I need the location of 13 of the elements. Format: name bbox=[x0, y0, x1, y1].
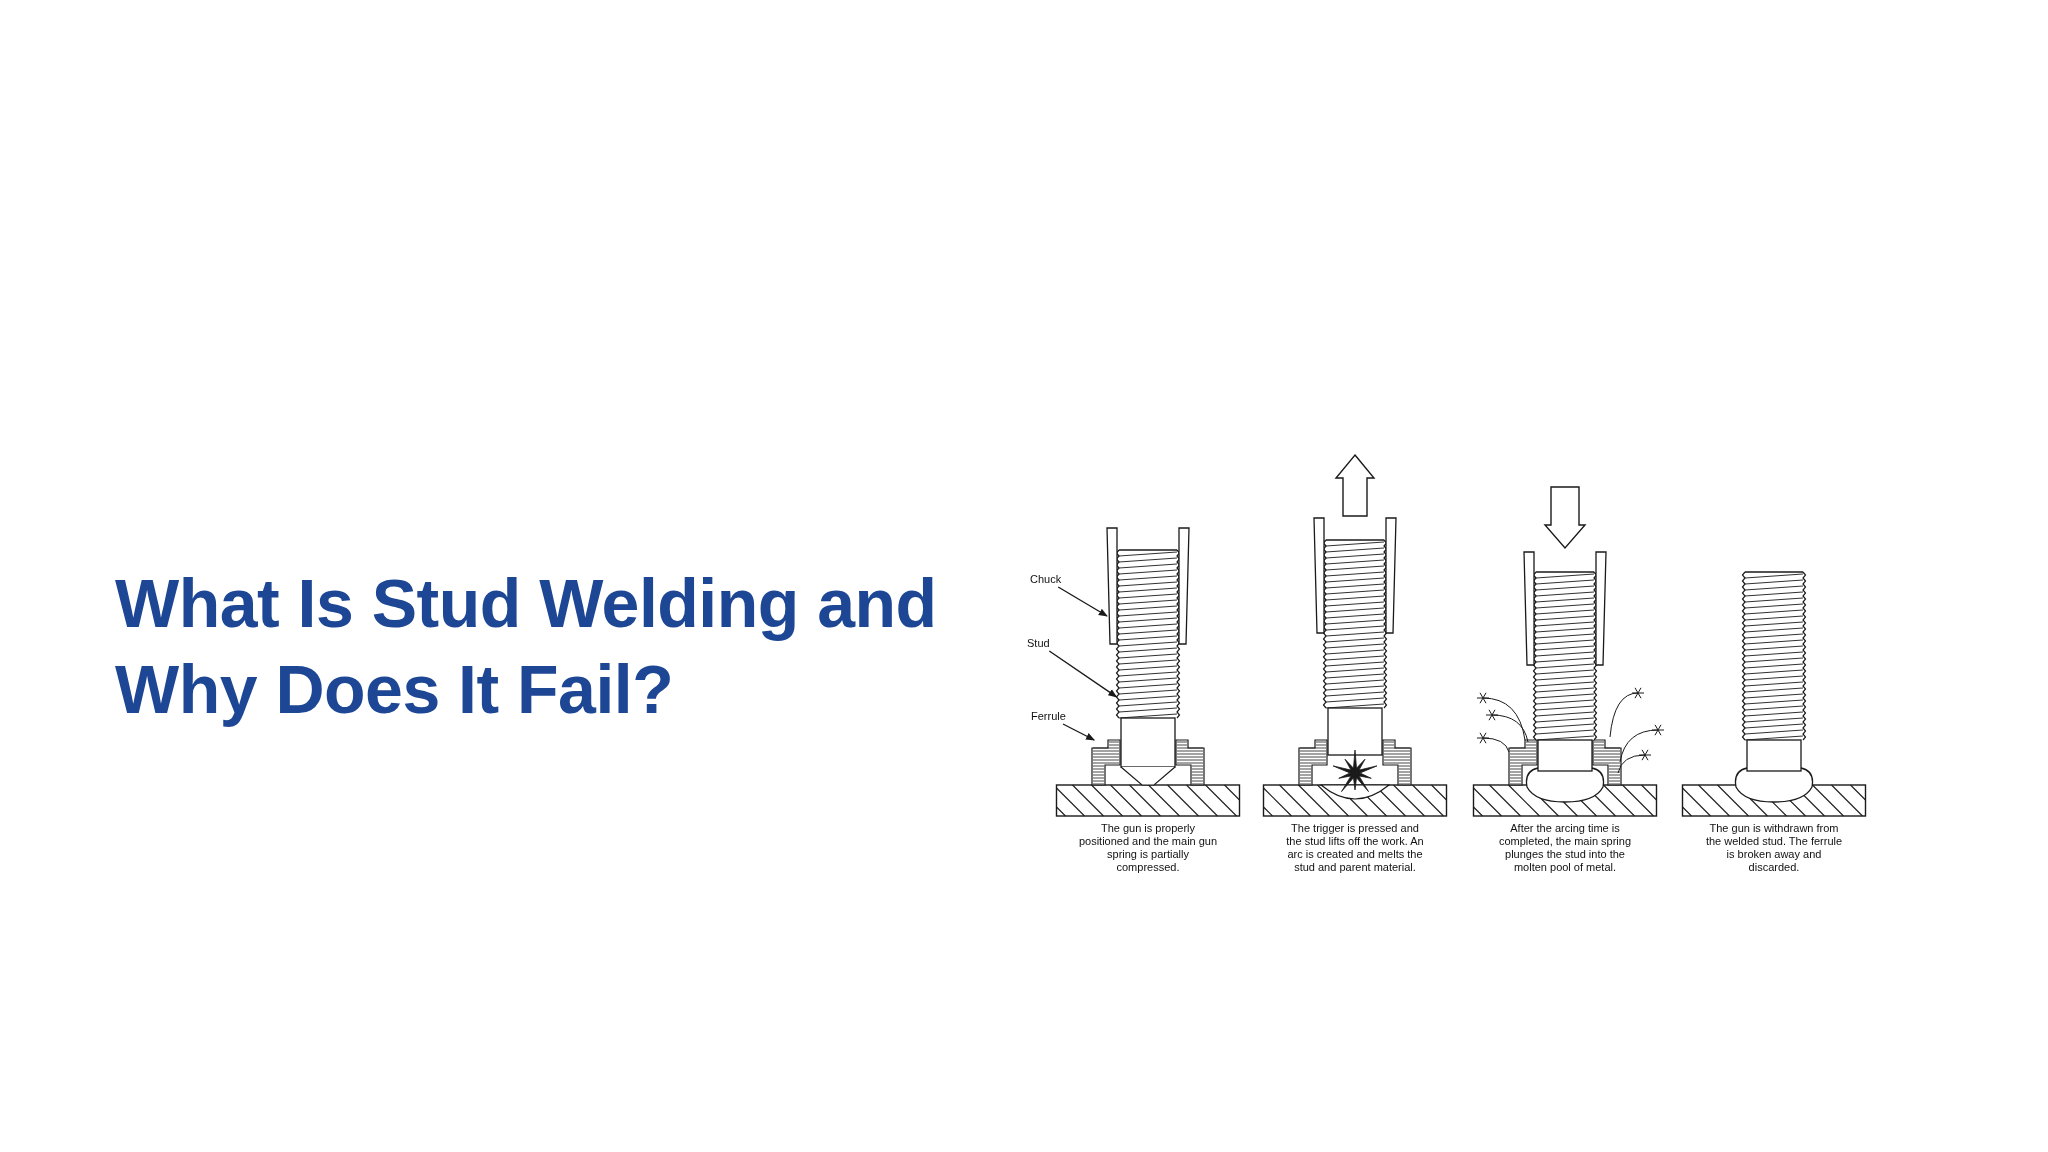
leader-line bbox=[1048, 650, 1118, 698]
part-label: Ferrule bbox=[1031, 710, 1066, 723]
part-label: Chuck bbox=[1030, 573, 1062, 586]
leader-line bbox=[1062, 723, 1095, 741]
leader-line bbox=[1057, 586, 1108, 617]
page-title: What Is Stud Welding and Why Does It Fail? bbox=[115, 564, 938, 729]
stud-drawing bbox=[1115, 549, 1181, 786]
stage-caption: After the arcing time is completed, the main spring plunges the stud into the molten pool of metal. bbox=[1497, 822, 1633, 874]
stage-caption: The gun is withdrawn from the welded stud. The ferrule is broken away and discarded. bbox=[1704, 822, 1844, 874]
chuck-drawing bbox=[1106, 527, 1190, 645]
part-label: Stud bbox=[1027, 637, 1050, 650]
stage-caption: The trigger is pressed and the stud lifts off the work. An arc is created and melts the stud and parent material. bbox=[1285, 822, 1425, 874]
stage-caption: The gun is properly positioned and the main gun spring is partially compressed. bbox=[1078, 822, 1218, 874]
